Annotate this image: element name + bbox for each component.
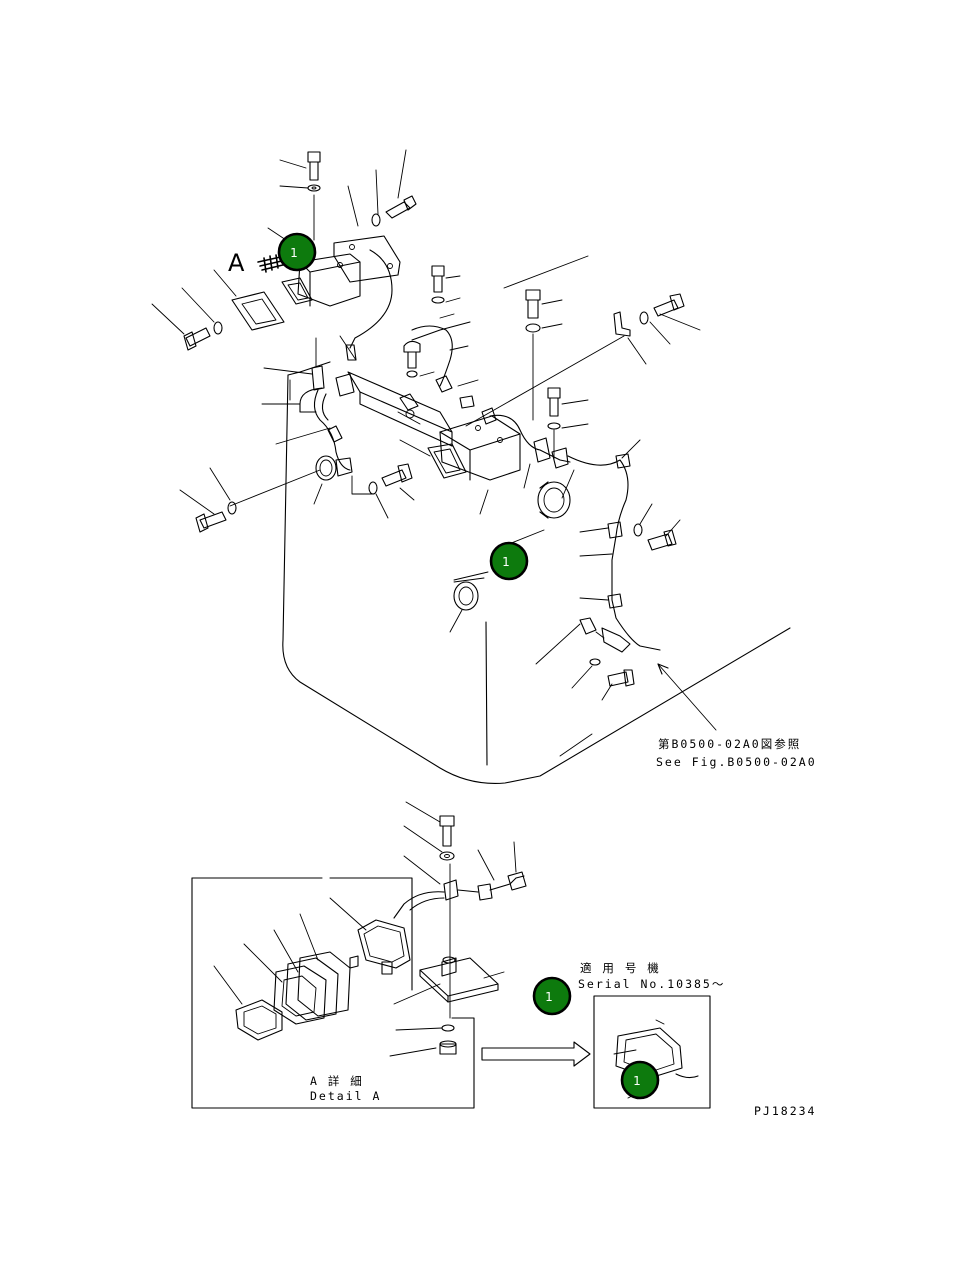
bolt-set-upper-right	[431, 265, 685, 461]
lower-assembly	[393, 815, 527, 1055]
applicability-ja: 適 用 号 機	[580, 961, 661, 975]
detail-a-frame	[191, 877, 591, 1109]
reference-ja: 第B0500-02A0図参照	[658, 737, 801, 751]
detail-label-en: Detail A	[310, 1089, 381, 1103]
leader-lines-upper	[151, 149, 407, 335]
tank-outline	[282, 321, 791, 784]
leader-lines-center-left	[179, 335, 357, 515]
applicability-serial: Serial No.10385～	[578, 977, 725, 991]
leader-lines-upper-right	[375, 255, 701, 519]
right-harness	[567, 453, 717, 731]
reference-en: See Fig.B0500-02A0	[656, 755, 817, 769]
callout-marker-4[interactable]: 1	[620, 1060, 660, 1100]
leader-lines-right	[535, 439, 681, 757]
callout-marker-3[interactable]: 1	[532, 976, 572, 1016]
upper-lamp-assembly	[231, 235, 401, 361]
callout-marker-1[interactable]: 1	[277, 232, 317, 272]
detail-label-ja: A 詳 細	[310, 1074, 364, 1088]
bolt-set-left-middle	[195, 463, 413, 533]
svg-text:1: 1	[545, 990, 553, 1004]
svg-text:1: 1	[633, 1074, 641, 1088]
rings	[449, 481, 571, 633]
svg-text:1: 1	[502, 555, 510, 569]
center-lamp-assembly	[427, 407, 571, 481]
svg-text:1: 1	[290, 246, 298, 260]
figure-id: PJ18234	[754, 1104, 816, 1118]
serial-inset-frame	[593, 995, 711, 1109]
bolt-set-top-left	[183, 151, 417, 351]
center-harness	[299, 325, 475, 481]
leader-lines-lower	[389, 801, 517, 1057]
view-label-a: A	[228, 249, 245, 277]
callout-marker-2[interactable]: 1	[489, 541, 529, 581]
